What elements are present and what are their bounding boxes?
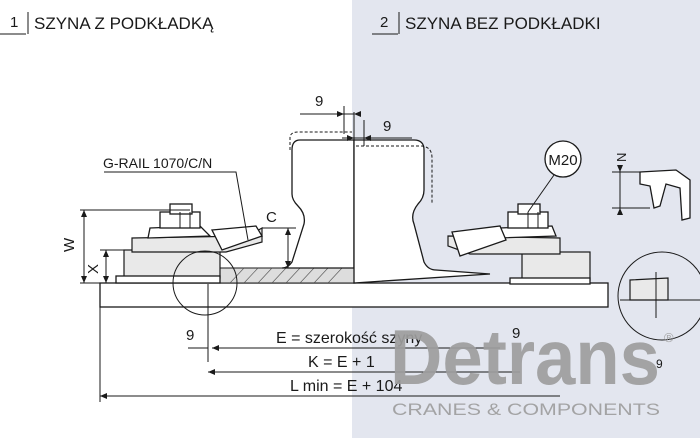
header-2-number: 2 [380,14,388,31]
header-1-title: SZYNA Z PODKŁADKĄ [34,14,214,33]
left-clamp-assembly [115,203,263,284]
detail-circle-right: 9 [617,251,700,371]
dim-9-top-right-value: 9 [383,118,391,135]
bolt-callout-label: M20 [548,152,577,169]
formula-l: L min = E + 104 [290,378,402,395]
header-1-number: 1 [10,14,18,31]
product-code-leader [104,171,249,241]
brand-tagline: CRANES & COMPONENTS [392,400,660,419]
dim-9-right-value: 9 [512,325,520,342]
dim-w-label: W [61,237,78,252]
bolt-callout-leader [527,174,555,213]
base-plate [99,282,609,308]
dim-x-label: X [85,264,102,274]
dim-9-top-right: 9 [342,118,412,146]
brand-name: Detrans [390,313,660,401]
detail-circle-left [172,250,238,316]
brand-registered: ® [664,330,674,345]
formula-k: K = E + 1 [308,354,375,371]
dim-n-label: N [614,153,629,162]
dim-x: X [85,249,126,283]
detrans-watermark: Detrans ® CRANES & COMPONENTS [390,313,674,419]
right-clamp-assembly [447,203,591,285]
dim-9-left-value: 9 [186,327,194,344]
product-code-label: G-RAIL 1070/C/N [103,155,212,171]
dim-w: W [61,209,190,284]
rail-profile-right [353,139,491,284]
rail-wear-outline-left [289,131,352,150]
bolt-callout-circle [544,140,582,178]
bottom-dimensions: 9 9 [99,284,560,402]
dim-c-label: C [266,209,277,226]
dim-9-top-value: 9 [315,93,323,110]
header-2-title: SZYNA BEZ PODKŁADKI [405,14,601,33]
formula-e: E = szerokość szyny [276,330,422,347]
dim-9-top: 9 [300,93,361,134]
detail-n: N [612,153,691,221]
rail-profile-left [281,139,355,269]
dim-c: C [262,209,296,268]
dim-9-detail-value: 9 [656,357,663,371]
header-panel-2: 2 SZYNA BEZ PODKŁADKI [372,12,601,35]
header-panel-1: 1 SZYNA Z PODKŁADKĄ [0,12,214,35]
